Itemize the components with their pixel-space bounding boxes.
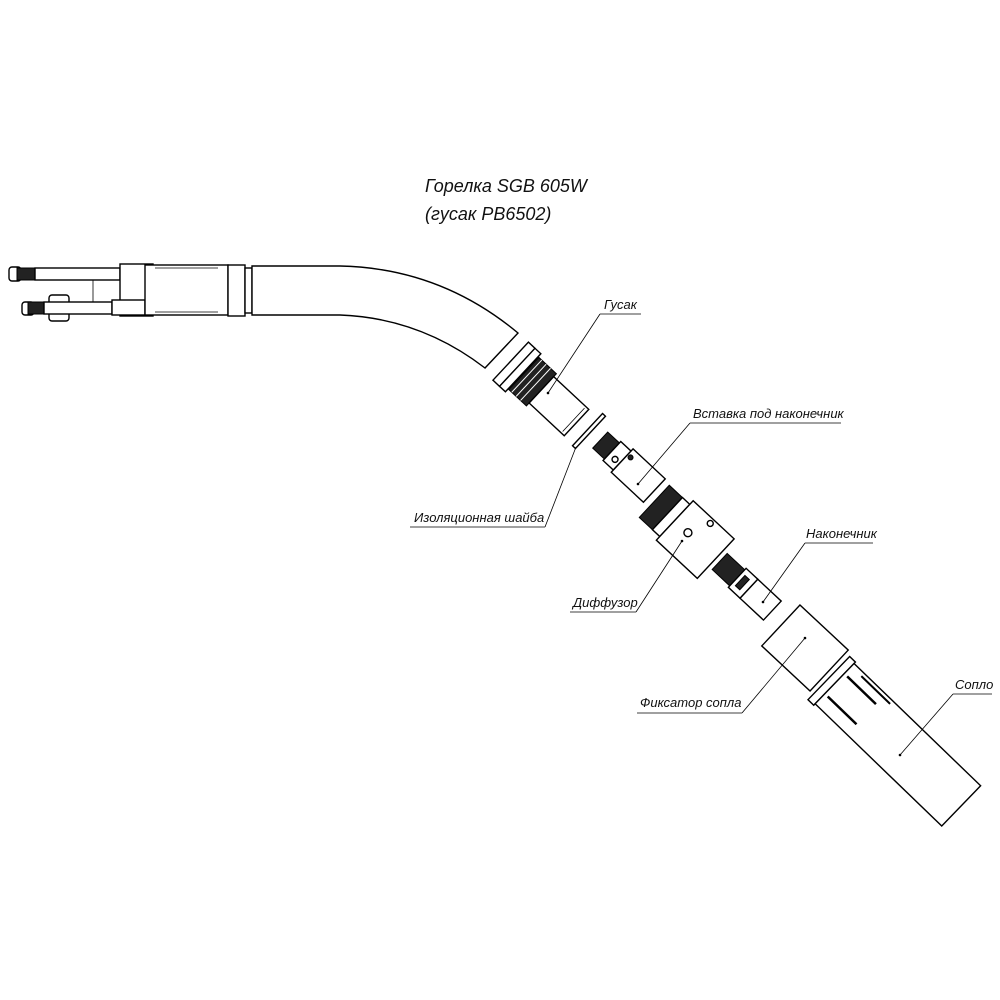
contact-tip	[711, 552, 783, 622]
label-nozzle-retainer: Фиксатор сопла	[637, 636, 807, 714]
diffuser	[638, 484, 736, 580]
label-contact-tip-text: Наконечник	[806, 526, 878, 541]
label-nozzle: Сопло	[898, 677, 993, 757]
nozzle-retainer	[760, 604, 850, 692]
label-nozzle-retainer-text: Фиксатор сопла	[640, 695, 742, 710]
gooseneck	[251, 265, 590, 437]
label-gooseneck: Гусак	[546, 297, 641, 395]
label-diffuser-text: Диффузор	[571, 595, 638, 610]
torch-body	[8, 263, 253, 322]
diagram-title-line1: Горелка SGB 605W	[425, 176, 589, 196]
label-contact-tip: Наконечник	[761, 526, 878, 604]
label-insulating-washer-text: Изоляционная шайба	[414, 510, 544, 525]
label-insulating-washer: Изоляционная шайба	[410, 446, 577, 528]
label-gooseneck-text: Гусак	[604, 297, 638, 312]
label-nozzle-text: Сопло	[955, 677, 993, 692]
label-tip-insert: Вставка под наконечник	[636, 406, 845, 486]
tip-insert	[591, 431, 667, 504]
label-diffuser: Диффузор	[570, 539, 684, 613]
insulating-washer	[571, 412, 607, 450]
nozzle	[806, 655, 982, 828]
label-tip-insert-text: Вставка под наконечник	[693, 406, 845, 421]
diagram-title-line2: (гусак PB6502)	[425, 204, 551, 224]
